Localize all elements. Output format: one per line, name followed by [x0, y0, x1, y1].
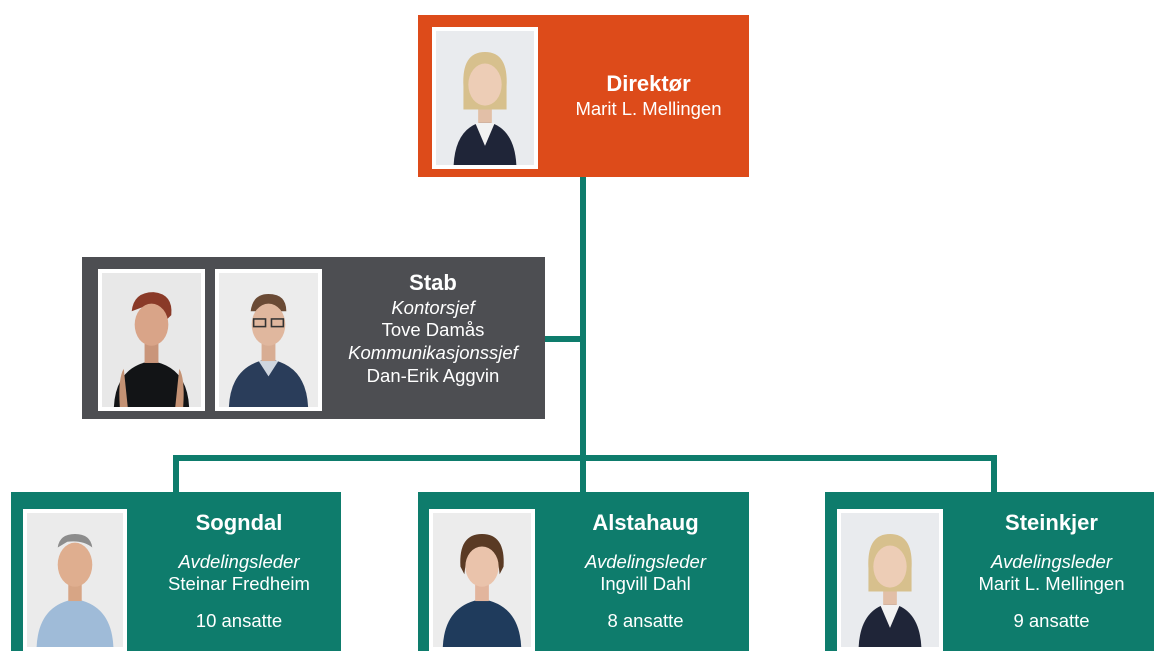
- department-photo-alstahaug: [429, 509, 535, 651]
- connector-staff: [545, 336, 583, 342]
- director-name: Marit L. Mellingen: [575, 97, 722, 119]
- staff-role-2: Kommunikasjonssjef: [348, 341, 518, 363]
- department-photo-sogndal: [23, 509, 127, 651]
- department-role-steinkjer: Avdelingsleder: [990, 550, 1113, 572]
- staff-title: Stab: [409, 270, 457, 295]
- department-role-alstahaug: Avdelingsleder: [584, 550, 707, 572]
- director-box: Direktør Marit L. Mellingen: [418, 15, 749, 177]
- department-box-sogndal: Sogndal Avdelingsleder Steinar Fredheim …: [11, 492, 341, 651]
- staff-name-1: Tove Damås: [381, 319, 485, 341]
- department-staff-count-steinkjer: 9 ansatte: [1013, 609, 1090, 631]
- department-staff-count-alstahaug: 8 ansatte: [607, 609, 684, 631]
- department-leader-sogndal: Steinar Fredheim: [168, 573, 310, 595]
- department-title-alstahaug: Alstahaug: [592, 510, 699, 535]
- staff-box: Stab Kontorsjef Tove Damås Kommunikasjon…: [82, 257, 545, 419]
- connector-vertical-main: [580, 176, 586, 492]
- department-photo-steinkjer: [837, 509, 943, 651]
- department-leader-alstahaug: Ingvill Dahl: [600, 573, 691, 595]
- connector-sogndal: [173, 455, 179, 492]
- connector-horizontal-departments: [173, 455, 997, 461]
- department-leader-steinkjer: Marit L. Mellingen: [978, 573, 1125, 595]
- department-box-alstahaug: Alstahaug Avdelingsleder Ingvill Dahl 8 …: [418, 492, 749, 651]
- department-title-steinkjer: Steinkjer: [1005, 510, 1098, 535]
- director-title: Direktør: [606, 71, 691, 96]
- department-title-sogndal: Sogndal: [195, 510, 283, 535]
- staff-role-1: Kontorsjef: [391, 296, 475, 318]
- staff-photo-2: [215, 269, 322, 411]
- staff-photo-1: [98, 269, 205, 411]
- staff-name-2: Dan-Erik Aggvin: [366, 364, 500, 386]
- connector-steinkjer: [991, 455, 997, 492]
- department-role-sogndal: Avdelingsleder: [178, 550, 300, 572]
- department-staff-count-sogndal: 10 ansatte: [195, 609, 283, 631]
- director-photo: [432, 27, 538, 169]
- department-box-steinkjer: Steinkjer Avdelingsleder Marit L. Mellin…: [825, 492, 1154, 651]
